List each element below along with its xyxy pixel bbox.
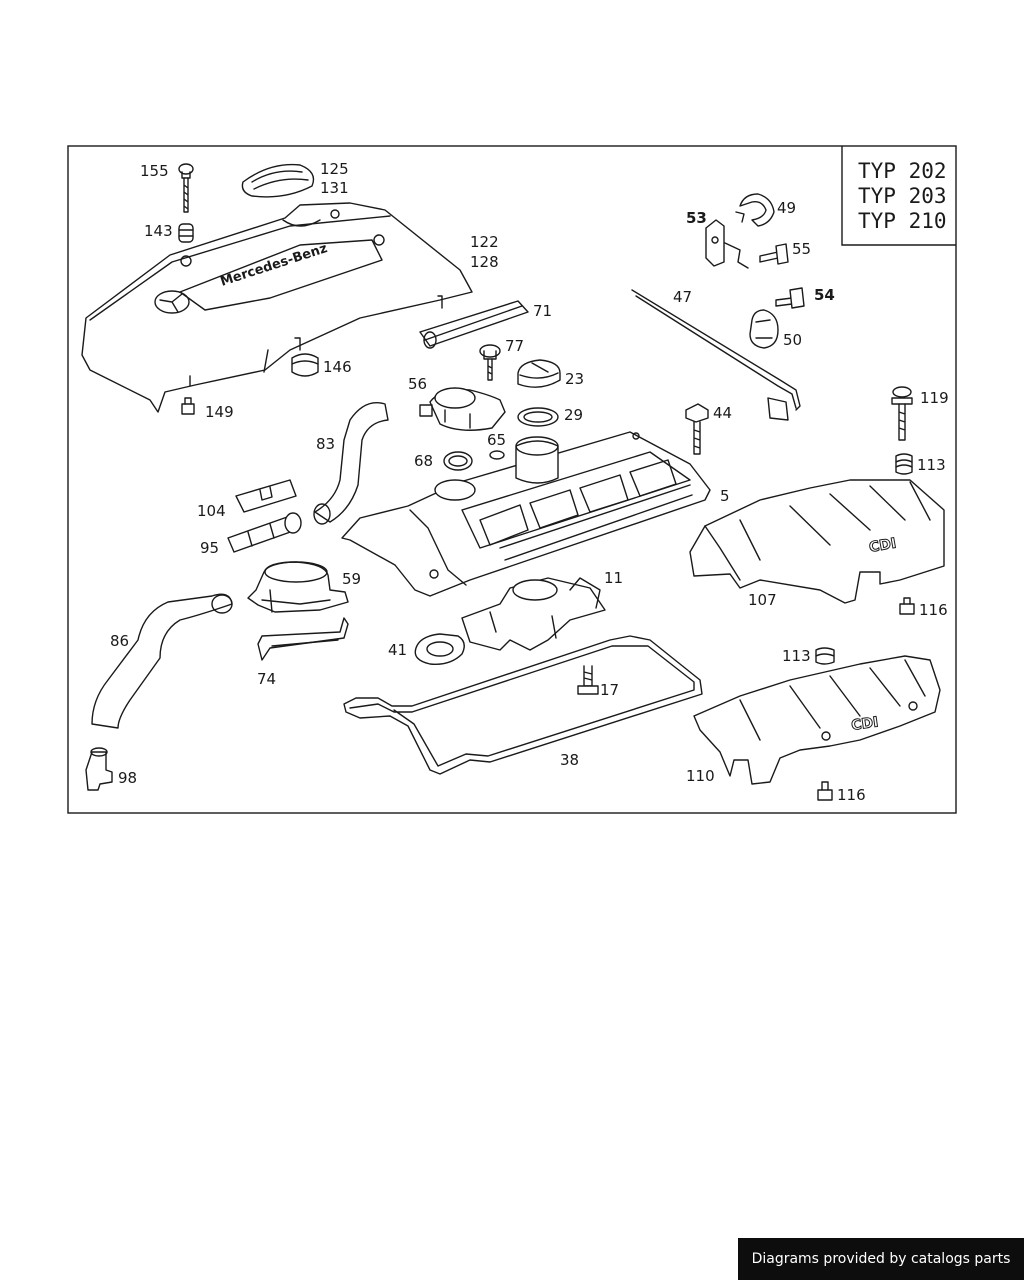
label-47: 47 — [673, 288, 692, 306]
clamp-part-50 — [749, 309, 779, 349]
label-113b: 113 — [782, 647, 811, 665]
label-113a: 113 — [917, 456, 946, 474]
stud-part-149 — [181, 397, 195, 415]
label-95: 95 — [200, 539, 219, 557]
seal-ring-part-29 — [517, 407, 559, 427]
label-29: 29 — [564, 406, 583, 424]
label-23: 23 — [565, 370, 584, 388]
grommet-part-113a — [895, 453, 913, 475]
label-122: 122 — [470, 233, 499, 251]
cover-107-cdi-text: CDI — [868, 535, 897, 555]
label-104: 104 — [197, 502, 226, 520]
label-53: 53 — [686, 209, 707, 227]
hose-part-86 — [91, 593, 233, 729]
cylinder-head-cover-part-5 — [341, 431, 711, 597]
cover-110-cdi-text: CDI — [850, 714, 879, 734]
stud-part-116a — [899, 597, 915, 615]
label-5: 5 — [720, 487, 730, 505]
label-116b: 116 — [837, 786, 866, 804]
type-line-1: TYP 202 — [858, 159, 947, 183]
label-131: 131 — [320, 179, 349, 197]
bolt-part-77 — [479, 344, 501, 381]
label-128: 128 — [470, 253, 499, 271]
label-74: 74 — [257, 670, 276, 688]
label-65: 65 — [487, 431, 506, 449]
o-ring-part-68 — [443, 451, 473, 471]
bolt-part-44 — [685, 403, 709, 455]
bolt-part-119 — [891, 386, 913, 441]
grommet-part-143 — [178, 223, 194, 243]
label-38: 38 — [560, 751, 579, 769]
label-49: 49 — [777, 199, 796, 217]
cap-part-23 — [517, 359, 561, 388]
label-50: 50 — [783, 331, 802, 349]
bolt-part-17 — [577, 665, 599, 695]
filler-cap-part-125 — [241, 163, 315, 198]
bracket-part-53 — [705, 219, 749, 269]
engine-cover-part-122: Mercedes-Benz — [81, 202, 473, 413]
label-44: 44 — [713, 404, 732, 422]
oil-separator-part-59 — [247, 561, 349, 613]
label-68: 68 — [414, 452, 433, 470]
label-86: 86 — [110, 632, 129, 650]
label-110: 110 — [686, 767, 715, 785]
label-17: 17 — [600, 681, 619, 699]
type-box: TYP 202 TYP 203 TYP 210 — [841, 146, 956, 246]
seal-strip-part-71 — [419, 300, 529, 349]
label-59: 59 — [342, 570, 361, 588]
cover-part-110: CDI — [693, 655, 941, 785]
seal-ring-part-65 — [489, 450, 505, 460]
bracket-part-104 — [235, 479, 297, 513]
grommet-part-146 — [291, 295, 443, 377]
intake-part-11 — [461, 577, 606, 651]
label-143: 143 — [144, 222, 173, 240]
diagram-frame — [67, 145, 957, 814]
label-116a: 116 — [919, 601, 948, 619]
label-125: 125 — [320, 160, 349, 178]
stud-part-116b — [817, 781, 833, 801]
o-ring-part-41 — [414, 633, 465, 665]
label-98: 98 — [118, 769, 137, 787]
label-56: 56 — [408, 375, 427, 393]
bolt-part-54 — [775, 287, 805, 309]
label-83: 83 — [316, 435, 335, 453]
label-41: 41 — [388, 641, 407, 659]
label-149: 149 — [205, 403, 234, 421]
label-54: 54 — [814, 286, 835, 304]
gasket-part-38 — [343, 635, 703, 775]
label-11: 11 — [604, 569, 623, 587]
bolt-part-155 — [178, 163, 194, 213]
clip-part-49 — [735, 193, 775, 227]
label-55: 55 — [792, 240, 811, 258]
label-107: 107 — [748, 591, 777, 609]
hose-part-83 — [313, 402, 389, 525]
label-71: 71 — [533, 302, 552, 320]
fitting-part-95 — [227, 512, 302, 553]
label-119: 119 — [920, 389, 949, 407]
type-line-3: TYP 210 — [858, 209, 947, 233]
label-155: 155 — [140, 162, 169, 180]
rod-part-47 — [631, 289, 801, 421]
footer-text: Diagrams provided by catalogs parts — [751, 1251, 1011, 1267]
gasket-part-74 — [257, 617, 349, 661]
grommet-part-113b — [815, 647, 835, 665]
type-line-2: TYP 203 — [858, 184, 947, 208]
label-77: 77 — [505, 337, 524, 355]
callout-labels: 155 125 131 143 122 128 146 149 71 77 56… — [110, 160, 949, 804]
connector-part-98 — [85, 747, 113, 791]
bolt-part-55 — [759, 243, 789, 265]
label-146: 146 — [323, 358, 352, 376]
cover-part-107: CDI — [689, 479, 945, 604]
footer-banner: Diagrams provided by catalogs parts — [738, 1238, 1024, 1280]
breather-valve-part-56 — [419, 387, 506, 431]
